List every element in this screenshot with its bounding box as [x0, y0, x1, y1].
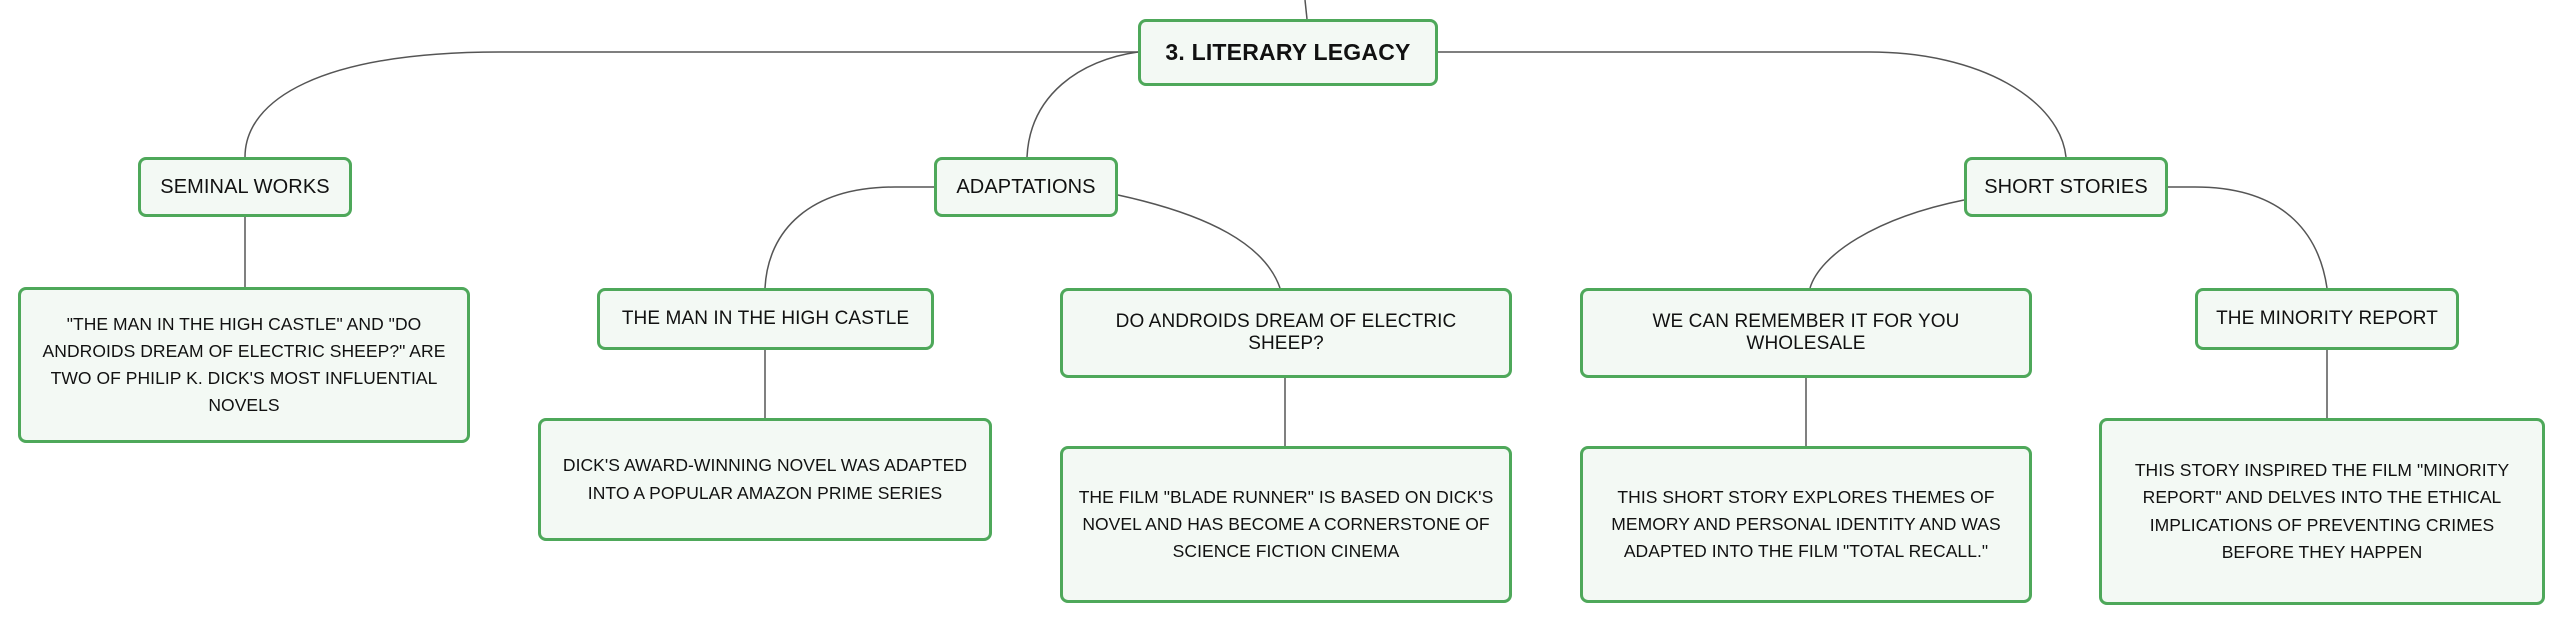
connector-short-stories-minority — [2168, 186, 2328, 289]
node-seminal-works[interactable]: SEMINAL WORKS — [138, 157, 352, 217]
node-minority-report-label: THE MINORITY REPORT — [2216, 308, 2438, 329]
node-androids-dream-detail[interactable]: THE FILM "BLADE RUNNER" IS BASED ON DICK… — [1060, 446, 1512, 603]
node-minority-report[interactable]: THE MINORITY REPORT — [2195, 288, 2459, 350]
node-remember-wholesale-detail-text: THIS SHORT STORY EXPLORES THEMES OF MEMO… — [1611, 486, 2001, 562]
node-androids-dream-label: DO ANDROIDS DREAM OF ELECTRIC SHEEP? — [1115, 311, 1457, 354]
connector-root-short-stories — [1438, 51, 2067, 158]
connector-adaptations-man-in-high-castle — [764, 186, 934, 289]
connector-root-upstream — [1304, 0, 1308, 20]
node-remember-wholesale-label: WE CAN REMEMBER IT FOR YOU WHOLESALE — [1652, 311, 1960, 354]
node-minority-report-detail-text: THIS STORY INSPIRED THE FILM "MINORITY R… — [2134, 460, 2510, 562]
node-adaptations[interactable]: ADAPTATIONS — [934, 157, 1118, 217]
connector-root-seminal-works — [244, 51, 1138, 158]
node-seminal-works-label: SEMINAL WORKS — [160, 175, 330, 198]
connector-adaptations-androids — [1117, 194, 1281, 289]
connector-short-stories-wholesale — [1809, 199, 1965, 289]
node-man-in-high-castle-detail[interactable]: DICK'S AWARD-WINNING NOVEL WAS ADAPTED I… — [538, 418, 992, 541]
node-short-stories-label: SHORT STORIES — [1984, 175, 2148, 198]
node-short-stories[interactable]: SHORT STORIES — [1964, 157, 2168, 217]
node-man-in-high-castle[interactable]: THE MAN IN THE HIGH CASTLE — [597, 288, 934, 350]
connector-root-adaptations — [1026, 51, 1139, 158]
node-adaptations-label: ADAPTATIONS — [956, 175, 1096, 198]
node-remember-wholesale[interactable]: WE CAN REMEMBER IT FOR YOU WHOLESALE — [1580, 288, 2032, 378]
node-seminal-works-detail[interactable]: "THE MAN IN THE HIGH CASTLE" AND "DO AND… — [18, 287, 470, 443]
node-minority-report-detail[interactable]: THIS STORY INSPIRED THE FILM "MINORITY R… — [2099, 418, 2545, 605]
node-seminal-works-detail-text: "THE MAN IN THE HIGH CASTLE" AND "DO AND… — [42, 313, 446, 416]
node-man-in-high-castle-label: THE MAN IN THE HIGH CASTLE — [621, 308, 910, 329]
node-man-in-high-castle-detail-text: DICK'S AWARD-WINNING NOVEL WAS ADAPTED I… — [562, 455, 968, 503]
root-node-label: 3. LITERARY LEGACY — [1165, 39, 1411, 65]
node-remember-wholesale-detail[interactable]: THIS SHORT STORY EXPLORES THEMES OF MEMO… — [1580, 446, 2032, 603]
node-androids-dream[interactable]: DO ANDROIDS DREAM OF ELECTRIC SHEEP? — [1060, 288, 1512, 378]
root-node[interactable]: 3. LITERARY LEGACY — [1138, 19, 1438, 86]
node-androids-dream-detail-text: THE FILM "BLADE RUNNER" IS BASED ON DICK… — [1078, 486, 1494, 562]
